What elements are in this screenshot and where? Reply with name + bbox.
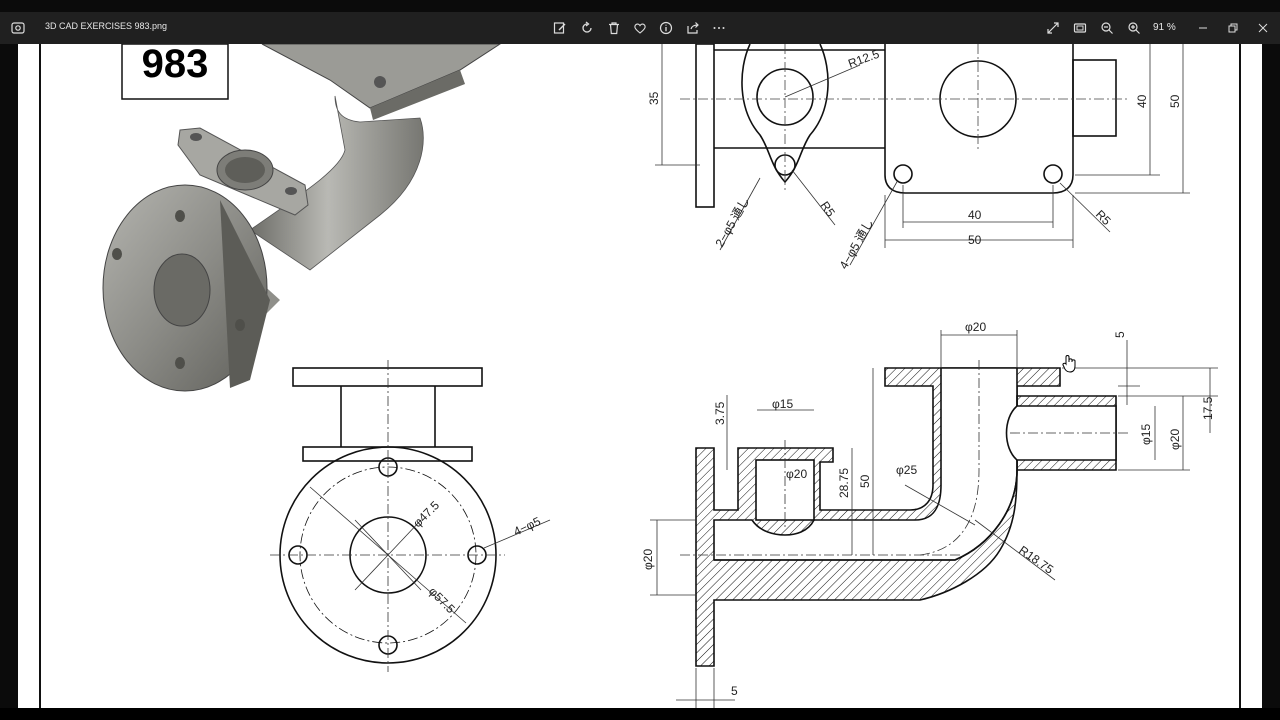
dim-d20-right: φ20: [1168, 429, 1182, 450]
share-button[interactable]: [682, 18, 704, 38]
edit-button[interactable]: [549, 18, 571, 38]
restore-button[interactable]: [1222, 18, 1244, 38]
hand-cursor-icon: [1062, 355, 1076, 373]
restore-icon: [1228, 23, 1238, 33]
dim-35: 35: [647, 91, 661, 105]
title-bar: 3D CAD EXERCISES 983.png: [0, 12, 1280, 44]
edit-icon: [553, 22, 566, 34]
bottom-border: [0, 708, 1280, 720]
share-icon: [687, 22, 699, 34]
window-title: 3D CAD EXERCISES 983.png: [45, 21, 168, 31]
zoom-level[interactable]: 91 %: [1153, 22, 1176, 33]
dim-4-holes: 4−φ5 通し: [836, 216, 876, 271]
zoom-out-icon: [1101, 22, 1113, 34]
favorite-button[interactable]: [629, 18, 651, 38]
dim-d47-5: φ47.5: [410, 498, 442, 530]
dim-3-75: 3.75: [713, 401, 727, 425]
delete-button[interactable]: [603, 18, 625, 38]
dim-4-holes-flange: 4−φ5: [511, 514, 543, 539]
dim-r18-75: R18.75: [1016, 543, 1056, 577]
dim-d20-top: φ20: [965, 320, 986, 334]
centerlines-top: [680, 44, 1130, 190]
fit-icon: [1073, 23, 1087, 33]
dim-40-vertical: 40: [1135, 94, 1149, 108]
dim-40-horizontal: 40: [968, 208, 982, 222]
rotate-button[interactable]: [576, 18, 598, 38]
dimension-lines-top: [655, 44, 1190, 266]
delete-icon: [609, 22, 619, 35]
more-button[interactable]: [708, 18, 730, 38]
dim-50-vertical: 50: [1168, 94, 1182, 108]
dim-50-section: 50: [858, 474, 872, 488]
dim-d25: φ25: [896, 463, 917, 477]
minimize-button[interactable]: [1192, 18, 1214, 38]
exercise-number: 983: [142, 44, 209, 86]
exercise-number-box: [121, 43, 229, 100]
more-icon: [713, 27, 725, 29]
technical-drawing: 983: [39, 42, 1241, 708]
drawing-sheet: 983: [18, 42, 1262, 708]
fullscreen-icon: [1047, 22, 1059, 34]
zoom-in-button[interactable]: [1123, 18, 1145, 38]
dim-2-holes: 2−φ5 通し: [712, 194, 752, 249]
dim-d20-left: φ20: [641, 549, 655, 570]
image-viewer[interactable]: 983: [0, 42, 1280, 708]
dim-d15-right: φ15: [1139, 424, 1153, 445]
side-view-top: [695, 43, 1117, 208]
fit-button[interactable]: [1069, 18, 1091, 38]
dim-28-75: 28.75: [837, 468, 851, 498]
dim-17-5: 17.5: [1201, 396, 1215, 420]
dim-d20-inner: φ20: [786, 467, 807, 481]
dim-5-bottom: 5: [731, 684, 738, 698]
section-view: [695, 367, 1117, 667]
dim-r5-left: R5: [818, 199, 838, 220]
info-button[interactable]: [655, 18, 677, 38]
zoom-in-icon: [1128, 22, 1140, 34]
close-button[interactable]: [1252, 18, 1274, 38]
info-icon: [659, 21, 673, 35]
rotate-icon: [582, 21, 592, 33]
dimension-lines-section: [650, 330, 1218, 708]
favorite-icon: [634, 23, 646, 34]
dim-r5-right: R5: [1093, 207, 1114, 228]
photos-app-icon: [10, 20, 26, 36]
minimize-icon: [1199, 27, 1207, 29]
dim-5-top: 5: [1113, 331, 1127, 338]
zoom-out-button[interactable]: [1096, 18, 1118, 38]
fullscreen-button[interactable]: [1042, 18, 1064, 38]
close-icon: [1258, 23, 1268, 33]
dim-50-horizontal: 50: [968, 233, 982, 247]
dim-d15-boss: φ15: [772, 397, 793, 411]
dimension-lines-flange: [270, 360, 551, 672]
isometric-render: [102, 43, 502, 392]
